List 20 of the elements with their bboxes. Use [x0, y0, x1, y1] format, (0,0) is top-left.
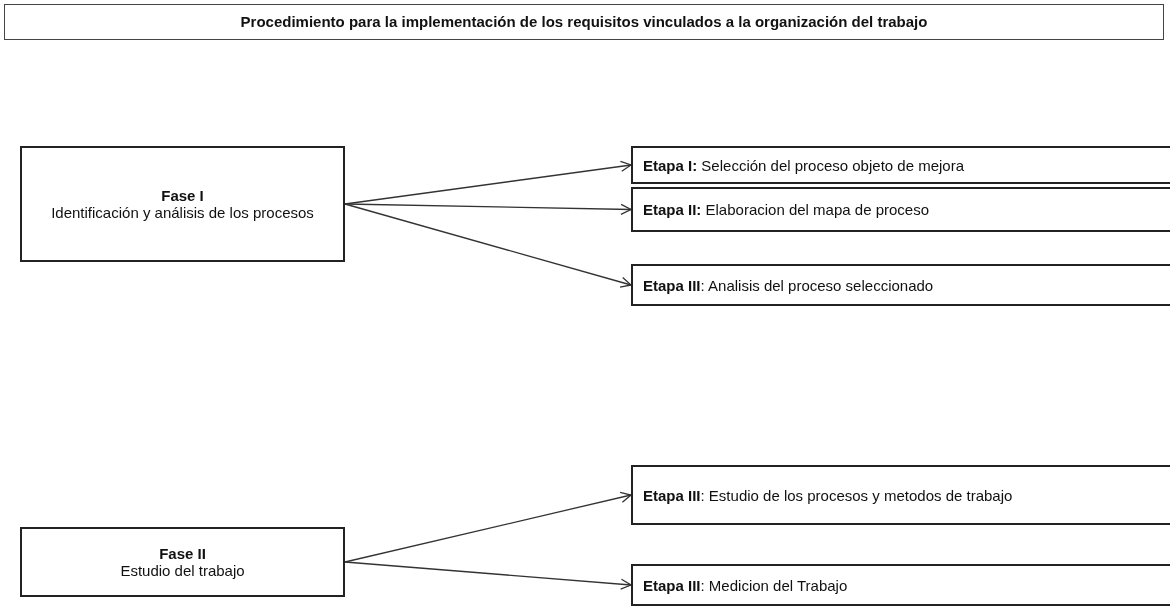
stage-box [631, 564, 1170, 606]
phase-description: Identificación y análisis de los procesos [51, 204, 314, 221]
stage-text: Etapa III: Estudio de los procesos y metodos de trabajo [643, 486, 1014, 504]
arrow [344, 491, 632, 563]
phase-title: Fase I [161, 187, 204, 204]
stage-text: Etapa III: Medicion del Trabajo [643, 576, 849, 594]
phase-box [20, 146, 345, 262]
stage-box [631, 146, 1170, 184]
stage-text: Etapa III: Analisis del proceso seleccionado [643, 276, 935, 294]
arrow [344, 203, 632, 288]
stage-text: Etapa I: Selección del proceso objeto de mejora [643, 156, 966, 174]
phase-box [20, 527, 345, 597]
stage-text: Etapa II: Elaboracion del mapa de proceso [643, 201, 930, 218]
stage-box [631, 264, 1170, 306]
arrow [344, 561, 632, 590]
stage-box [631, 465, 1170, 525]
phase-title: Fase II [159, 545, 206, 562]
phase-description: Estudio del trabajo [120, 562, 245, 579]
stage-box [631, 187, 1170, 232]
title-box: Procedimiento para la implementación de los requisitos vinculados a la organización del trabajo [4, 4, 1164, 40]
